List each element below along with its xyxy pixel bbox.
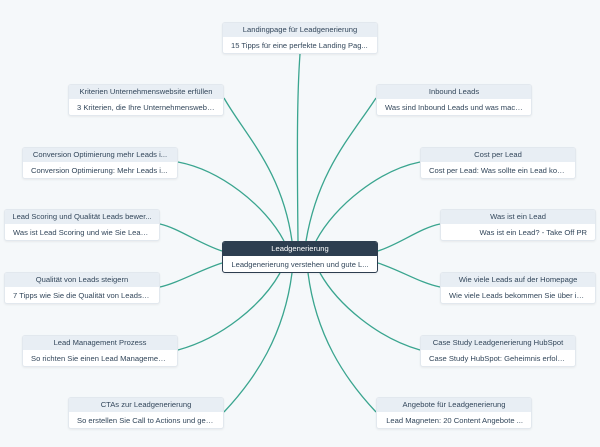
topic-title: Lead Management Prozess — [23, 336, 177, 350]
central-topic-node[interactable]: Leadgenerierung Leadgenerierung verstehe… — [222, 241, 378, 273]
topic-node-ctas[interactable]: CTAs zur Leadgenerierung So erstellen Si… — [68, 397, 224, 429]
topic-title: Angebote für Leadgenerierung — [377, 398, 531, 412]
topic-node-qualitaet-leads[interactable]: Qualität von Leads steigern 7 Tipps wie … — [4, 272, 160, 304]
topic-title: Inbound Leads — [377, 85, 531, 99]
topic-title: Landingpage für Leadgenerierung — [223, 23, 377, 37]
topic-subtitle: Was ist Lead Scoring und wie Sie Leads .… — [13, 228, 158, 237]
connector-line-9 — [177, 272, 281, 351]
central-topic-title: Leadgenerierung — [223, 242, 377, 256]
topic-title: Cost per Lead — [421, 148, 575, 162]
connector-line-6 — [377, 223, 441, 252]
connector-line-0 — [296, 53, 301, 242]
topic-node-cost-per-lead[interactable]: Cost per Lead Cost per Lead: Was sollte … — [420, 147, 576, 179]
topic-subtitle: 7 Tipps wie Sie die Qualität von Leads s… — [13, 291, 154, 300]
topic-subtitle: Cost per Lead: Was sollte ein Lead kost.… — [429, 166, 570, 175]
topic-title: Kriterien Unternehmenswebsite erfüllen — [69, 85, 223, 99]
topic-node-was-ist-ein-lead[interactable]: Was ist ein Lead Was ist ein Lead? - Tak… — [440, 209, 596, 241]
topic-title: Lead Scoring und Qualität Leads bewer... — [5, 210, 159, 224]
connector-line-8 — [377, 262, 441, 288]
topic-subtitle: So erstellen Sie Call to Actions und gen… — [77, 416, 217, 425]
topic-title: Was ist ein Lead — [441, 210, 595, 224]
topic-subtitle: Case Study HubSpot: Geheimnis erfolg... — [429, 354, 568, 363]
connector-line-3 — [177, 161, 285, 242]
connector-line-7 — [159, 262, 223, 288]
topic-node-landingpage[interactable]: Landingpage für Leadgenerierung 15 Tipps… — [222, 22, 378, 54]
topic-node-leads-homepage[interactable]: Wie viele Leads auf der Homepage Wie vie… — [440, 272, 596, 304]
topic-node-conversion-optimierung[interactable]: Conversion Optimierung mehr Leads i... C… — [22, 147, 178, 179]
connector-line-1 — [223, 97, 293, 242]
topic-node-kriterien-website[interactable]: Kriterien Unternehmenswebsite erfüllen 3… — [68, 84, 224, 116]
topic-title: Qualität von Leads steigern — [5, 273, 159, 287]
topic-title: Wie viele Leads auf der Homepage — [441, 273, 595, 287]
connector-line-5 — [159, 223, 223, 252]
topic-node-lead-scoring[interactable]: Lead Scoring und Qualität Leads bewer...… — [4, 209, 160, 241]
topic-subtitle: Was sind Inbound Leads und was mach... — [385, 103, 526, 112]
topic-title: Conversion Optimierung mehr Leads i... — [23, 148, 177, 162]
topic-subtitle: Conversion Optimierung: Mehr Leads i... — [31, 166, 168, 175]
topic-title: CTAs zur Leadgenerierung — [69, 398, 223, 412]
connector-line-11 — [223, 272, 293, 413]
topic-node-angebote[interactable]: Angebote für Leadgenerierung Lead Magnet… — [376, 397, 532, 429]
topic-subtitle: 15 Tipps für eine perfekte Landing Pag..… — [231, 41, 368, 50]
connector-line-10 — [319, 272, 421, 351]
topic-subtitle: Lead Magneten: 20 Content Angebote ... — [386, 416, 523, 425]
topic-subtitle: 3 Kriterien, die Ihre Unternehmenswebs..… — [77, 103, 218, 112]
topic-subtitle: So richten Sie einen Lead Management ... — [31, 354, 173, 363]
topic-title: Case Study Leadgenerierung HubSpot — [421, 336, 575, 350]
connector-line-4 — [315, 161, 421, 242]
topic-subtitle: Wie viele Leads bekommen Sie über ihr... — [449, 291, 590, 300]
connector-line-12 — [307, 272, 377, 413]
topic-node-inbound-leads[interactable]: Inbound Leads Was sind Inbound Leads und… — [376, 84, 532, 116]
topic-node-lead-management[interactable]: Lead Management Prozess So richten Sie e… — [22, 335, 178, 367]
topic-subtitle: Was ist ein Lead? - Take Off PR — [479, 228, 588, 237]
topic-node-case-study-hubspot[interactable]: Case Study Leadgenerierung HubSpot Case … — [420, 335, 576, 367]
central-topic-subtitle: Leadgenerierung verstehen und gute L... — [231, 260, 369, 269]
connector-line-2 — [305, 97, 377, 242]
